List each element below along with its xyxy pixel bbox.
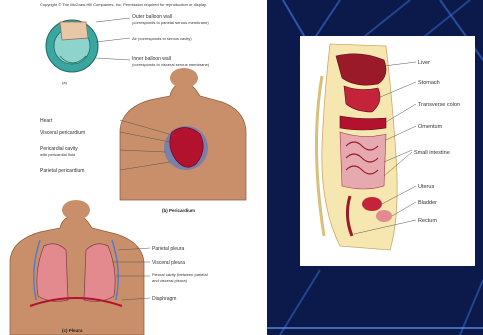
peritoneum-figure: Liver Stomach Transverse colon Omentum S… [300, 36, 475, 266]
serous-membrane-svg: Copyright © The McGraw-Hill Companies, I… [0, 0, 267, 335]
head-b [170, 68, 198, 88]
fist-icon [60, 22, 88, 40]
bottom-accent-line [267, 327, 483, 329]
caption-pericardium: (b) Pericardium [162, 208, 195, 213]
fig-label-a: (a) [62, 80, 68, 85]
label-parietal-pericardium: Parietal pericardium [40, 168, 84, 174]
label-pericardial-cavity-sub: with pericardial fluid [40, 152, 75, 157]
label-stomach: Stomach [418, 80, 440, 86]
pleura-diagram: Parietal pleura Visceral pleura Pleural … [10, 200, 208, 335]
torso-c [10, 216, 144, 335]
label-outer-wall-sub: (corresponds to parietal serous membrane… [132, 20, 209, 25]
label-uterus: Uterus [418, 184, 434, 190]
label-liver: Liver [418, 60, 430, 66]
label-inner-wall-sub: (corresponds to visceral serous membrane… [132, 62, 210, 67]
label-rectum: Rectum [418, 218, 437, 224]
caption-pleura: (c) Pleura [62, 328, 83, 333]
label-pleural-cavity: Pleural cavity (between parietal [152, 272, 208, 277]
copyright-text: Copyright © The McGraw-Hill Companies, I… [40, 2, 207, 7]
serous-membrane-figure: Copyright © The McGraw-Hill Companies, I… [0, 0, 267, 335]
bladder-icon [376, 210, 392, 222]
peritoneum-svg: Liver Stomach Transverse colon Omentum S… [300, 36, 475, 266]
label-pleural-cavity-sub: and visceral pleura) [152, 278, 188, 283]
label-transverse-colon: Transverse colon [418, 102, 460, 108]
left-lung-icon [37, 244, 68, 302]
right-lung-icon [84, 244, 115, 302]
uterus-icon [362, 197, 382, 211]
label-bladder: Bladder [418, 200, 437, 206]
label-diaphragm: Diaphragm [152, 296, 176, 302]
pericardium-diagram: Heart Visceral pericardium Pericardial c… [40, 68, 246, 213]
label-small-intestine: Small intestine [414, 150, 450, 156]
label-heart: Heart [40, 118, 53, 124]
head-c [62, 200, 90, 220]
label-parietal-pleura: Parietal pleura [152, 246, 184, 252]
label-omentum: Omentum [418, 124, 443, 130]
label-visceral-pleura: Visceral pleura [152, 260, 185, 266]
label-visceral-pericardium: Visceral pericardium [40, 130, 85, 136]
omentum-icon [340, 132, 386, 189]
label-air: Air (corresponds to serous cavity) [132, 36, 192, 41]
